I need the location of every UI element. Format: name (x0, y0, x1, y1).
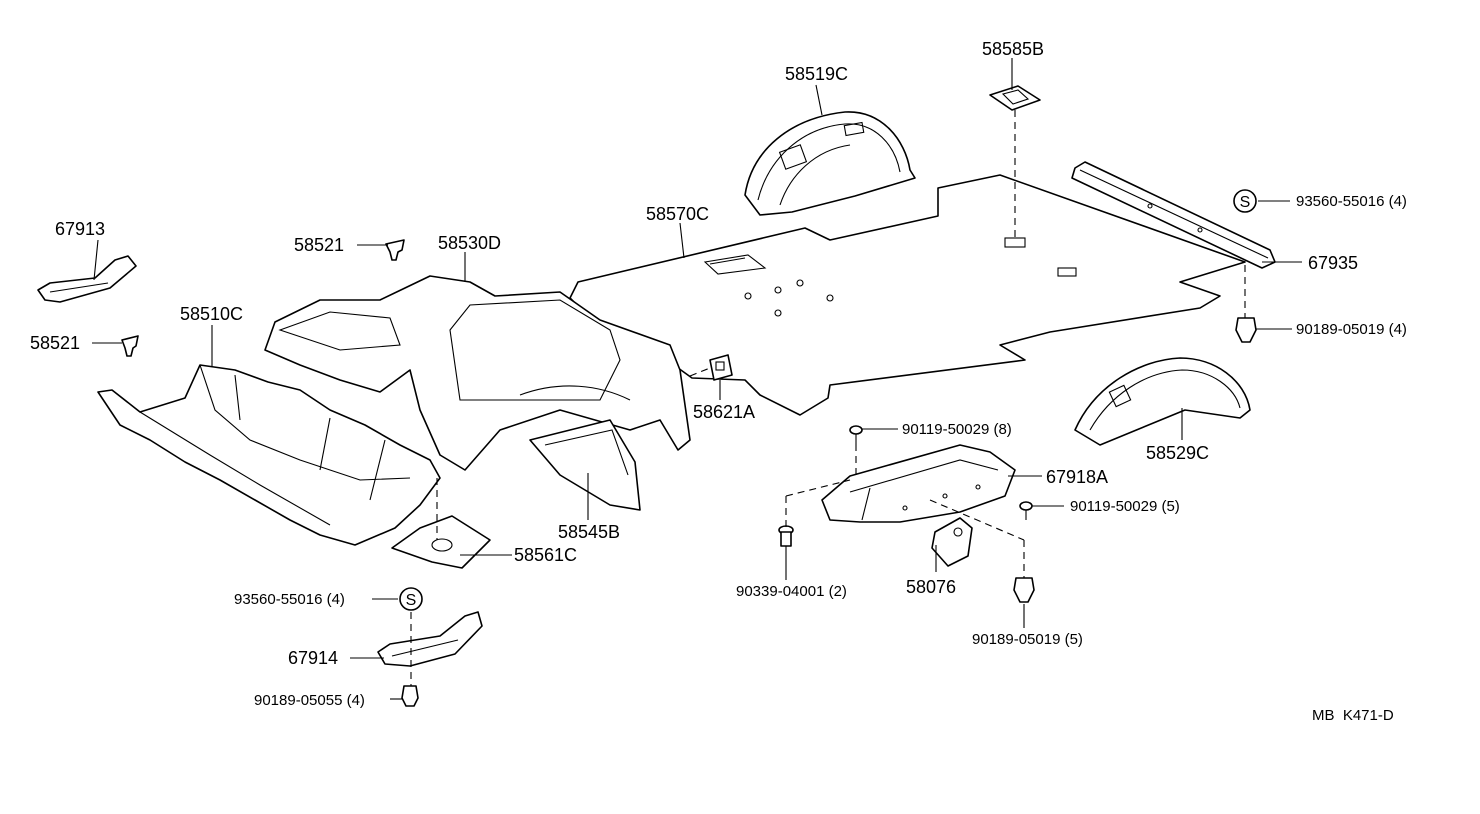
svg-text:S: S (406, 592, 417, 609)
screw-90119-mid-icon (1019, 501, 1033, 520)
clip-90189-05055-icon (401, 685, 419, 707)
label-58529C: 58529C (1146, 443, 1209, 463)
label-93560-55016-left: 93560-55016 (4) (234, 591, 345, 608)
label-58519C: 58519C (785, 64, 848, 84)
label-58561C: 58561C (514, 545, 577, 565)
s-mark-left-icon: S (399, 587, 423, 611)
label-90189-05019-right: 90189-05019 (4) (1296, 321, 1407, 338)
clip-58521-left-icon (121, 335, 139, 357)
label-67914: 67914 (288, 648, 338, 668)
label-58521-top: 58521 (294, 235, 344, 255)
clip-90189-05019-right-icon (1235, 317, 1257, 343)
part-58561C-plate (391, 515, 491, 569)
s-mark-right-icon: S (1233, 189, 1257, 213)
label-90339-04001: 90339-04001 (2) (736, 583, 847, 600)
assembly-lines (410, 110, 1246, 686)
label-58510C: 58510C (180, 304, 243, 324)
leader-lines (92, 58, 1302, 700)
bolt-90339-icon (778, 525, 794, 547)
part-58530D-carpet (264, 275, 691, 471)
part-58529C-wheelhouse (1074, 357, 1251, 446)
part-58076-bracket (931, 517, 973, 567)
screw-90119-top-icon (849, 425, 863, 444)
part-67918A-tray (821, 444, 1016, 523)
svg-text:S: S (1240, 194, 1251, 211)
label-90189-05019-bottom: 90189-05019 (5) (972, 631, 1083, 648)
part-67913-bracket (37, 255, 137, 303)
part-67914-bracket (377, 611, 483, 667)
label-90119-50029-mid: 90119-50029 (5) (1070, 498, 1180, 515)
label-93560-55016-right: 93560-55016 (4) (1296, 193, 1407, 210)
label-90119-50029-top: 90119-50029 (8) (902, 421, 1012, 438)
label-58545B: 58545B (558, 522, 620, 542)
label-67913: 67913 (55, 219, 105, 239)
part-58585B-pad (989, 85, 1041, 111)
part-58545B-panel (529, 419, 641, 511)
label-90189-05055: 90189-05055 (4) (254, 692, 365, 709)
label-67918A: 67918A (1046, 467, 1108, 487)
part-labels: 58585B 58519C 58570C 67913 58521 58530D … (30, 39, 1407, 724)
part-58510C-floor-mat (97, 364, 441, 546)
label-58521-left: 58521 (30, 333, 80, 353)
label-58530D: 58530D (438, 233, 501, 253)
label-58621A: 58621A (693, 402, 755, 422)
label-67935: 67935 (1308, 253, 1358, 273)
part-58621A-clip (709, 354, 733, 381)
label-58570C: 58570C (646, 204, 709, 224)
clip-58521-top-icon (385, 239, 405, 261)
part-58519C-wheelhouse (744, 111, 916, 216)
diagram-code: MB K471-D (1312, 707, 1394, 724)
label-58585B: 58585B (982, 39, 1044, 59)
label-58076: 58076 (906, 577, 956, 597)
clip-90189-05019-bottom-icon (1013, 577, 1035, 603)
